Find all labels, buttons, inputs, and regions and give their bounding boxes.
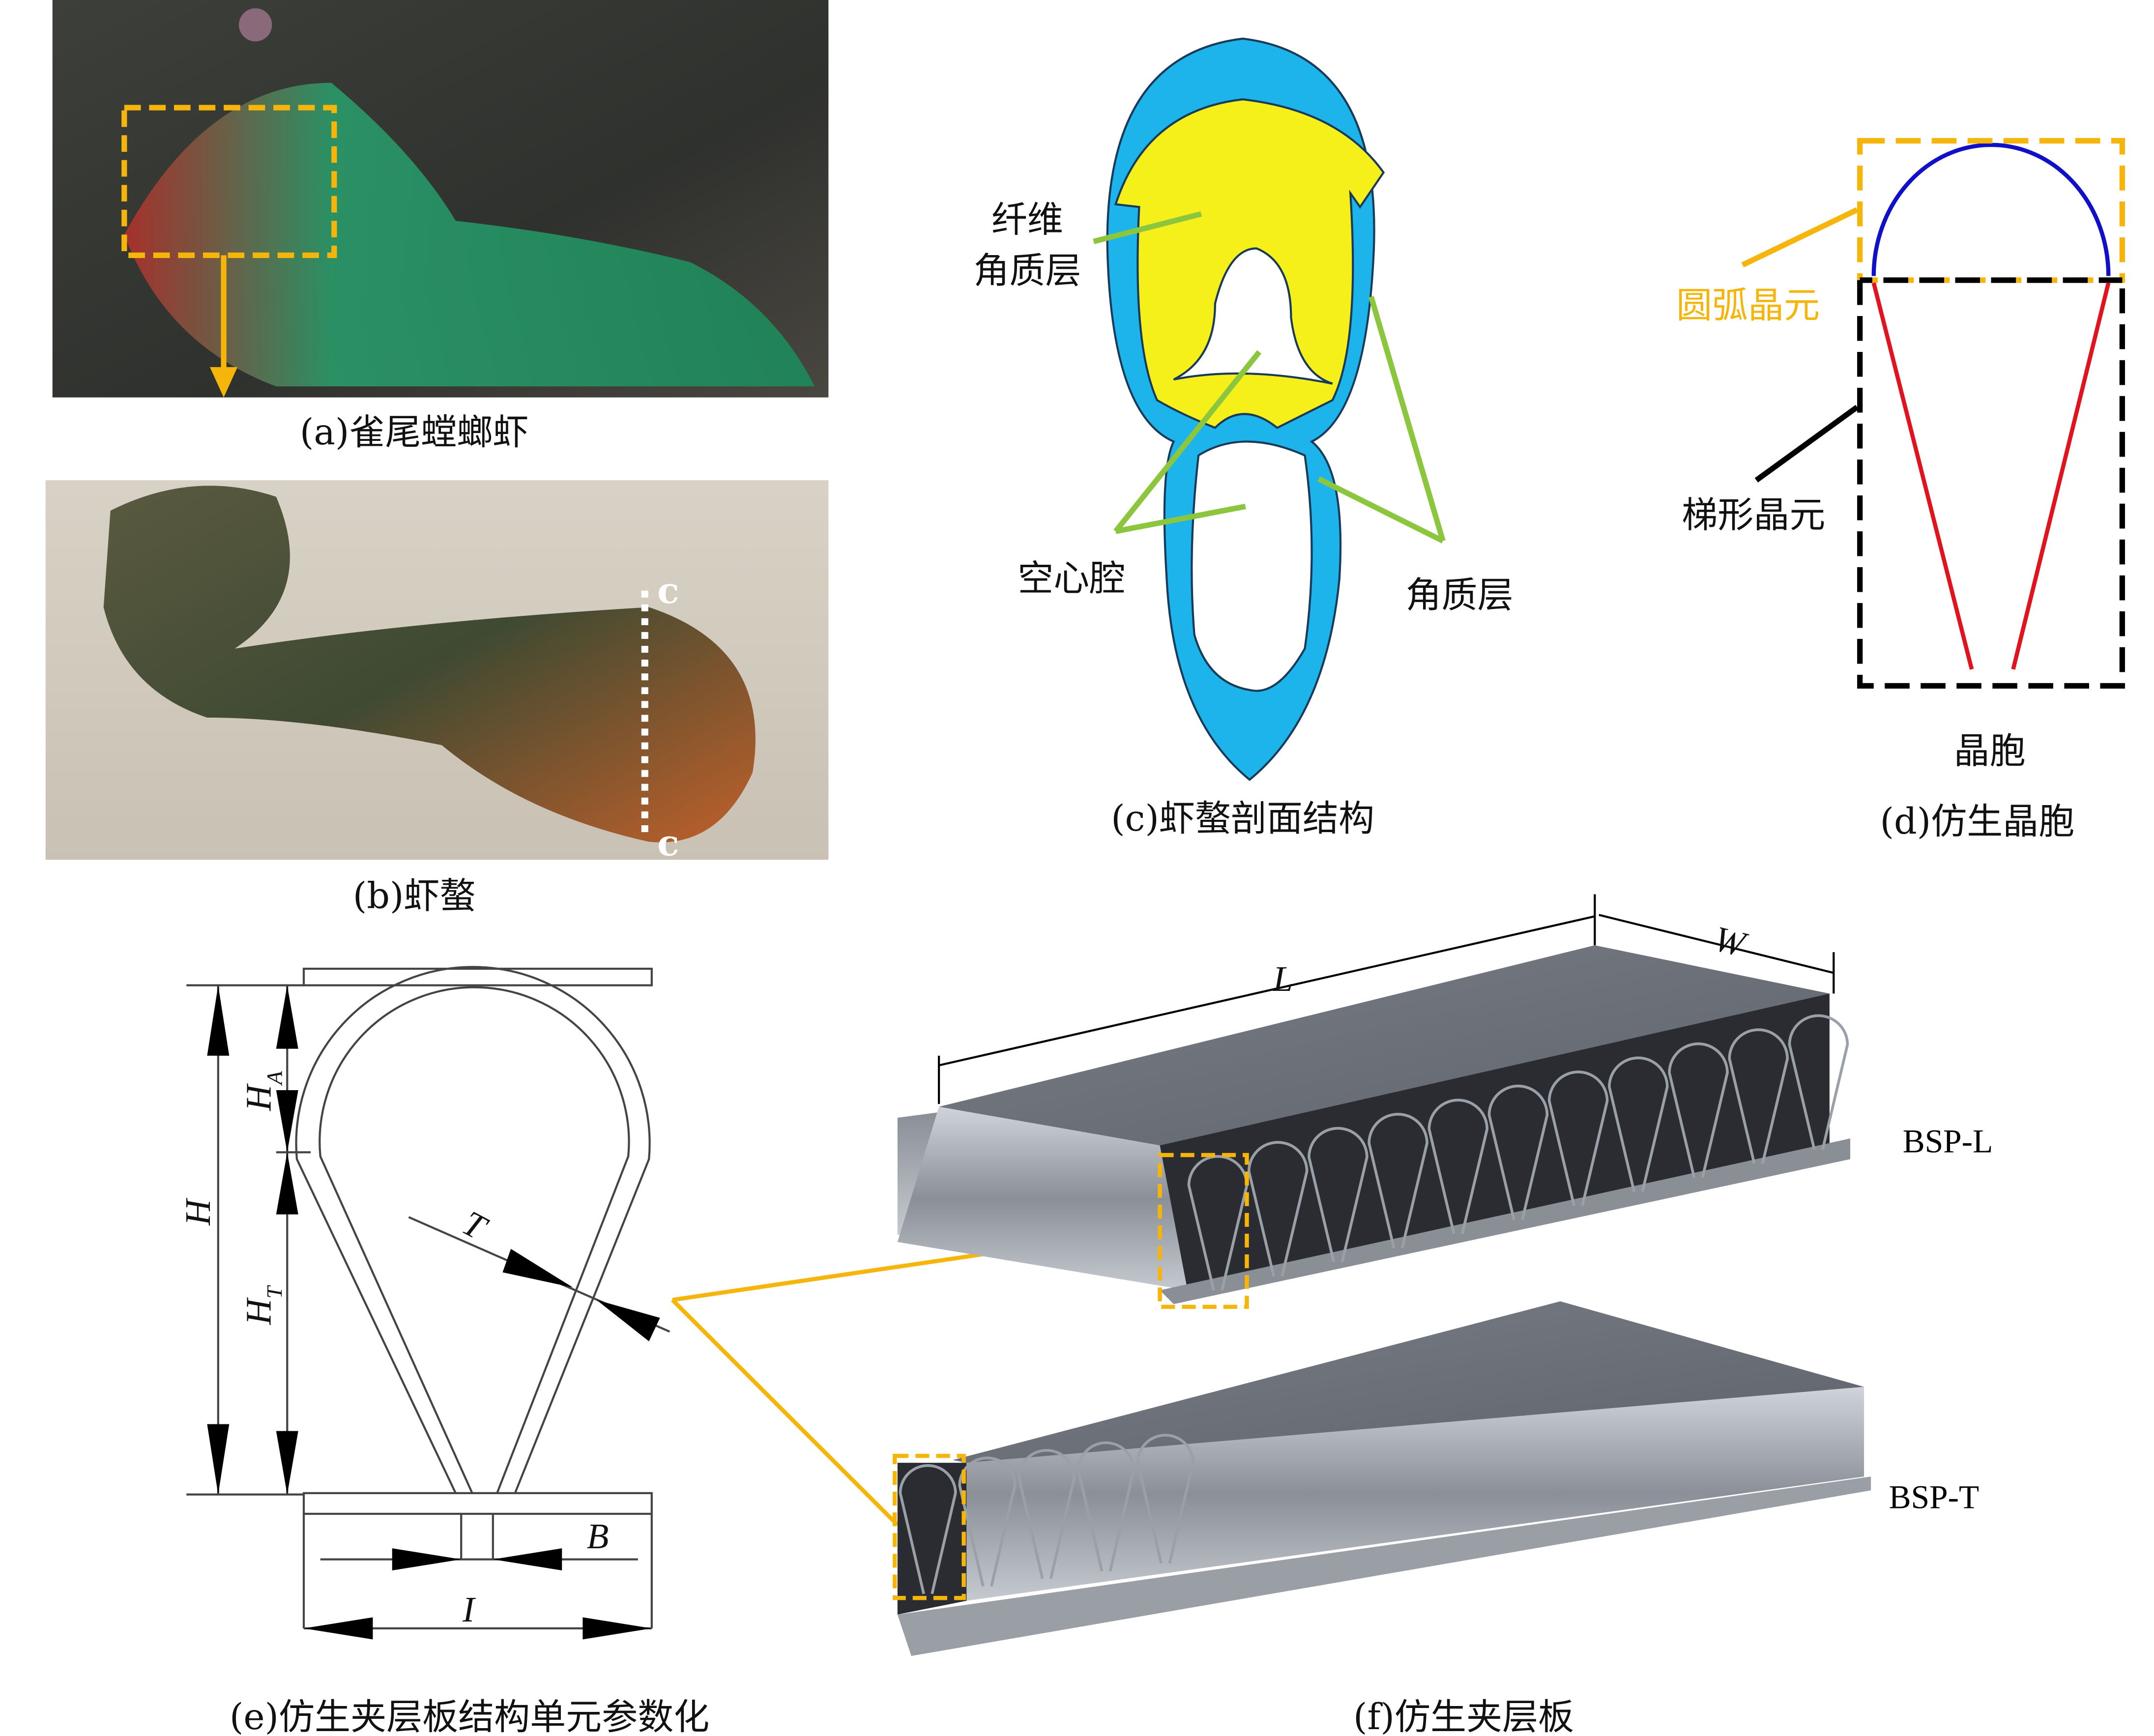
label-L: L	[1273, 959, 1293, 999]
dim-L	[938, 915, 1595, 1067]
trapezoid-left	[1871, 282, 1974, 670]
label-trapezoid: 梯形晶元	[1682, 494, 1825, 536]
bsp-t-zoom-box	[893, 1453, 966, 1600]
caption-a: (a)雀尾螳螂虾	[300, 411, 529, 453]
label-fiber-1: 纤维	[991, 199, 1063, 241]
dim-W	[1599, 914, 1834, 974]
label-cavity: 空心腔	[1018, 558, 1125, 600]
core-cell	[1018, 1449, 1076, 1579]
panel-f: L W BSP-L BSP-T (f)仿生夹层板	[893, 894, 1993, 1736]
panel-a: (a)雀尾螳螂虾	[52, 0, 829, 453]
bsp-l-zoom-box	[1158, 1153, 1249, 1309]
svg-text:H: H	[239, 1297, 279, 1325]
bottom-plate	[302, 1492, 653, 1515]
caption-c: (c)虾螯剖面结构	[1111, 798, 1374, 839]
section-mark-bottom: c	[657, 822, 679, 865]
core-cell	[1187, 1155, 1249, 1291]
arc-box	[1857, 138, 2125, 283]
hollow-cavity	[1191, 440, 1313, 692]
core-cell	[1668, 1042, 1729, 1178]
dimension-arrows	[207, 985, 660, 1640]
core-cell	[958, 1456, 1017, 1587]
trapezoid-leader	[1754, 405, 1859, 483]
bsp-l-plate	[897, 945, 1851, 1304]
label-cell: 晶胞	[1954, 730, 2026, 772]
label-HA: HA	[239, 1071, 287, 1111]
arc-leader	[1741, 207, 1859, 268]
panel-d: 圆弧晶元 梯形晶元 晶胞 (d)仿生晶胞	[1676, 138, 2125, 842]
caption-b: (b)虾螯	[353, 875, 476, 917]
label-arc: 圆弧晶元	[1676, 285, 1820, 326]
core-cell	[1136, 1434, 1194, 1564]
label-B: B	[587, 1516, 609, 1556]
core-cell	[1788, 1014, 1849, 1150]
core-cell	[1608, 1056, 1669, 1192]
shrimp-eye	[238, 8, 272, 42]
caption-d: (d)仿生晶胞	[1880, 801, 2075, 842]
label-HT: HT	[239, 1285, 287, 1325]
leader-lines	[1093, 211, 1446, 544]
bsp-t-cells	[899, 1434, 1194, 1594]
core-cell	[1308, 1127, 1368, 1263]
trapezoid-right	[2011, 282, 2111, 670]
cell-box	[1857, 280, 2125, 689]
top-plate	[302, 967, 653, 986]
core-cell	[1547, 1071, 1609, 1206]
arc-element	[1871, 143, 2111, 276]
cell-inner	[319, 986, 630, 1494]
bsp-l-cells	[1187, 1014, 1849, 1291]
label-fiber-2: 角质层	[973, 250, 1081, 292]
label-I: I	[462, 1590, 476, 1629]
label-bsp-t: BSP-T	[1889, 1479, 1979, 1516]
highlight-box	[121, 105, 337, 259]
caption-f: (f)仿生夹层板	[1353, 1696, 1574, 1736]
label-bsp-l: BSP-L	[1903, 1123, 1993, 1159]
core-cell	[1728, 1028, 1789, 1164]
claw-shape	[103, 486, 756, 842]
core-cell	[1368, 1113, 1428, 1248]
label-W: W	[1710, 919, 1752, 965]
svg-text:H: H	[239, 1083, 279, 1111]
caption-e: (e)仿生夹层板结构单元参数化	[230, 1696, 709, 1736]
label-H: H	[178, 1198, 218, 1226]
cell-outer	[295, 966, 651, 1494]
core-cell	[1247, 1141, 1309, 1277]
mantis-shrimp-body	[124, 83, 815, 387]
bsp-t-plate	[897, 1301, 1871, 1656]
core-cell	[899, 1464, 957, 1594]
svg-text:T: T	[262, 1285, 287, 1299]
inner-cavity-upper	[1173, 247, 1333, 385]
panel-b: c c (b)虾螯	[45, 480, 829, 917]
section-mark-top: c	[657, 570, 679, 612]
arrow-head	[209, 367, 238, 398]
core-cell	[1427, 1099, 1489, 1235]
label-cuticle: 角质层	[1406, 574, 1514, 616]
panel-c: 纤维 角质层 空心腔 角质层 (c)虾螯剖面结构	[973, 37, 1514, 839]
core-cell	[1487, 1084, 1549, 1220]
svg-text:A: A	[262, 1071, 287, 1086]
core-cell	[1077, 1441, 1135, 1572]
